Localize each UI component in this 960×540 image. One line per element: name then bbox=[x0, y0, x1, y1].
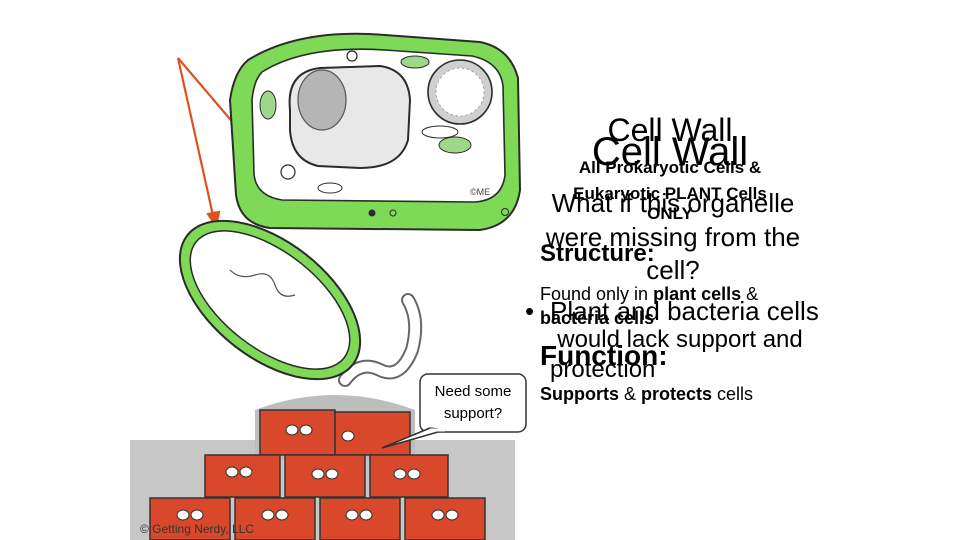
function-mid: & bbox=[619, 384, 642, 404]
subtitle-line2: Eukaryotic PLANT Cells bbox=[573, 184, 767, 203]
bacterium-icon bbox=[178, 219, 423, 387]
subtitle-line3: ONLY bbox=[647, 204, 693, 223]
structure-text-pre: Found only in bbox=[540, 284, 654, 304]
plant-cell-icon bbox=[228, 32, 522, 232]
answer-line1: Plant and bacteria cells bbox=[550, 296, 819, 326]
question-line3: cell? bbox=[646, 255, 700, 285]
artist-signature: ©ME bbox=[470, 187, 491, 197]
answer-bullet: • bbox=[525, 296, 535, 326]
question-line1: What if this organelle bbox=[551, 188, 795, 218]
speech-bubble-line1: Need some bbox=[434, 383, 512, 400]
function-post: cells bbox=[712, 384, 754, 404]
structure-text: Found only in plant cells & bbox=[540, 284, 758, 305]
structure-text-line2: bacteria cells bbox=[540, 308, 654, 329]
answer-line2: would lack support and bbox=[557, 326, 803, 353]
speech-bubble-icon bbox=[381, 373, 527, 449]
structure-heading: Structure: bbox=[540, 240, 655, 267]
answer-line3: protection bbox=[550, 356, 656, 383]
structure-text-mid: & bbox=[741, 284, 759, 304]
speech-bubble-line2: support? bbox=[443, 405, 503, 422]
structure-text-bold1: plant cells bbox=[653, 284, 742, 304]
function-text: Supports & protects cells bbox=[540, 384, 753, 405]
copyright: © Getting Nerdy, LLC bbox=[140, 522, 254, 536]
title-back: Cell Wall bbox=[607, 112, 733, 148]
function-bold1: Supports bbox=[540, 384, 619, 404]
question-line2: were missing from the bbox=[545, 222, 801, 252]
page-title: Cell Wall bbox=[591, 130, 749, 174]
structure-text-bold2: bacteria cells bbox=[540, 308, 655, 328]
subtitle-line1: All Prokaryotic Cells & bbox=[578, 158, 762, 177]
speech-bubble-text: Need some support? bbox=[420, 381, 526, 425]
brick-wall-icon bbox=[130, 395, 515, 540]
function-heading: Function: bbox=[540, 340, 668, 371]
function-bold2: protects bbox=[641, 384, 713, 404]
